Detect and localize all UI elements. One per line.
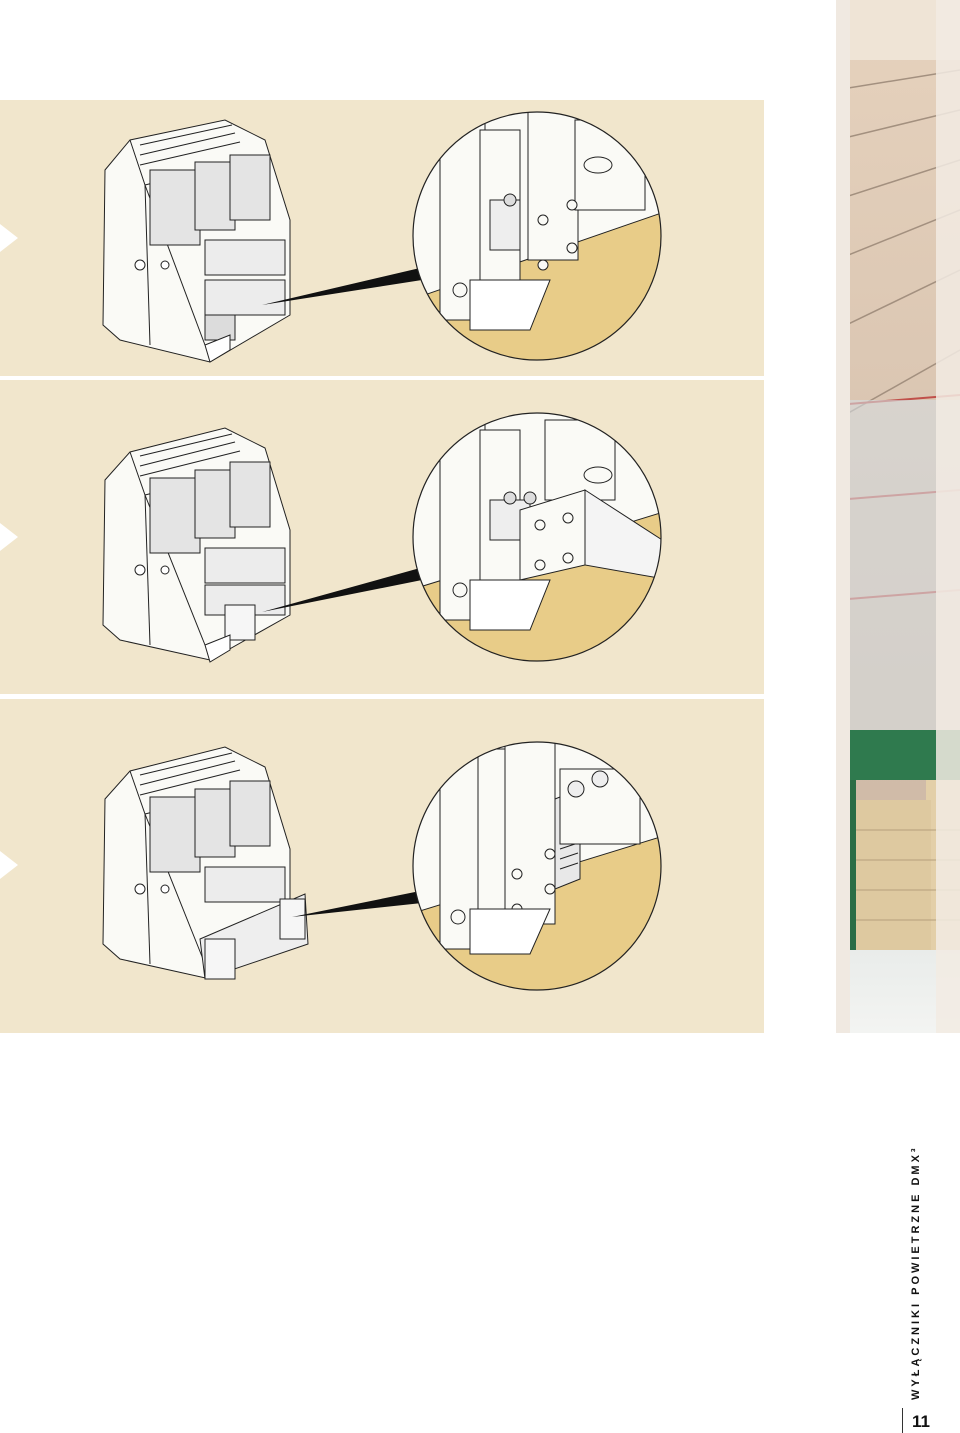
page-number: 11 [912,1412,930,1431]
vertical-spreader-detail-icon [413,742,661,990]
panel-marker-1 [0,224,18,252]
horizontal-busbar-detail-icon [413,413,661,661]
illustration-panel-3 [0,699,764,1033]
panel-marker-3 [0,851,18,879]
publication-title: WYŁĄCZNIKI POWIETRZNE DMX³ [910,1145,922,1400]
warehouse-photo [836,0,960,1033]
breaker-rear-terminal-icon [102,111,662,363]
breaker-spreader-terminal-icon [102,741,662,991]
illustration-panel-1 [0,100,764,376]
page-number-divider [902,1408,903,1433]
panel-marker-2 [0,523,18,551]
breaker-busbar-connection-icon [102,412,662,663]
illustration-panel-2 [0,380,764,694]
